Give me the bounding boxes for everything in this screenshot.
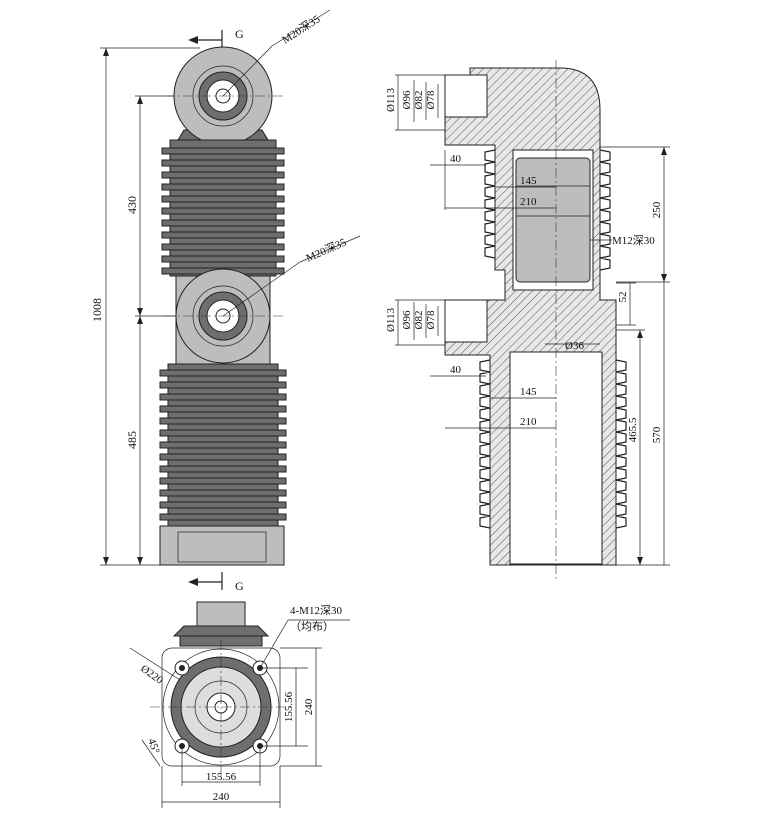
angle-45-label: 45°	[145, 737, 162, 756]
holes-label-1: 4-M12深30	[290, 604, 342, 617]
lower-dia-96: Ø96	[401, 310, 413, 329]
width-v-label: 240	[303, 698, 315, 715]
pitch-h-label: 155.56	[206, 771, 237, 783]
dim-52-label: 52	[617, 292, 629, 303]
bottom-view: 4-M12深30 （均布） Ø220 45° 155.56 240 155.56…	[129, 601, 350, 808]
dia-220-label: Ø220	[138, 663, 165, 687]
upper-dia-113: Ø113	[385, 87, 397, 112]
lower-w-145: 145	[520, 386, 537, 398]
upper-dia-82: Ø82	[413, 91, 425, 110]
lower-w-210: 210	[520, 416, 537, 428]
dia-36-label: Ø36	[565, 340, 584, 352]
side-sheds	[479, 149, 627, 529]
side-view: Ø113 Ø96 Ø82 Ø78 40 145 210 Ø113 Ø96 Ø82…	[385, 60, 670, 580]
upper-dia-96: Ø96	[401, 90, 413, 109]
upper-dia-78: Ø78	[425, 90, 437, 109]
upper-sheds	[161, 147, 285, 275]
thread-upper-label: M20深35	[280, 12, 323, 46]
upper-w-145: 145	[520, 175, 537, 187]
thread-side-label: M12深30	[612, 234, 655, 247]
upper-w-210: 210	[520, 196, 537, 208]
front-view: 1008 430 485 G G M20深35	[90, 9, 361, 593]
upper-len-40: 40	[450, 153, 462, 165]
lower-sheds	[159, 369, 287, 521]
section-mark-bottom: G	[235, 579, 244, 593]
lower-len-40: 40	[450, 364, 462, 376]
section-mark-top: G	[235, 27, 244, 41]
dim-485-label: 485	[125, 431, 139, 449]
dim-250-label: 250	[651, 201, 663, 218]
lower-dia-82: Ø82	[413, 311, 425, 330]
front-base	[159, 525, 285, 566]
lower-dia-78: Ø78	[425, 310, 437, 329]
dim-1008-label: 1008	[90, 298, 104, 322]
thread-lower-label: M20深35	[304, 235, 349, 264]
dim-465-label: 465.5	[627, 417, 639, 442]
width-h-label: 240	[213, 791, 230, 803]
dim-430-label: 430	[125, 196, 139, 214]
dim-570-label: 570	[651, 426, 663, 443]
lower-dia-113: Ø113	[385, 307, 397, 332]
pitch-v-label: 155.56	[283, 691, 295, 722]
holes-label-2: （均布）	[290, 620, 334, 633]
